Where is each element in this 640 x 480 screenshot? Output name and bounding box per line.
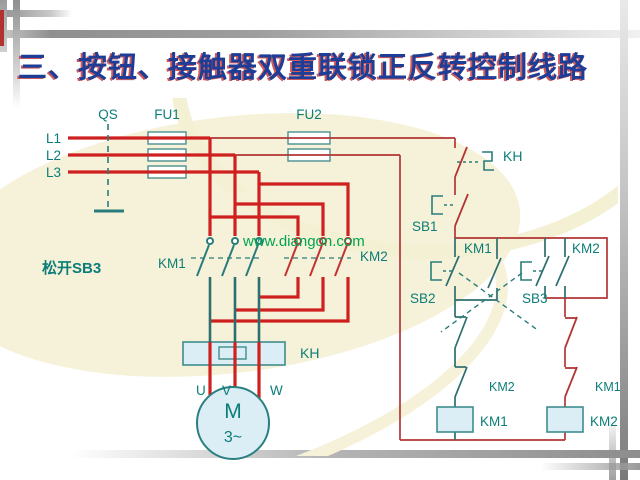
phase-l3-label: L3 (46, 165, 61, 180)
km1-output-wires (208, 277, 261, 342)
fu2-label: FU2 (296, 107, 322, 122)
slide-title: 三、按钮、接触器双重联锁正反转控制线路 (18, 52, 589, 84)
qs-switch (94, 124, 124, 213)
motor: M 3~ (196, 386, 270, 460)
control-red-contacts (454, 146, 578, 398)
km2-coil (546, 406, 584, 433)
kh-heater-label: KH (300, 345, 319, 361)
watermark: www.diangon.com (242, 233, 365, 250)
phase-l1-label: L1 (46, 131, 61, 146)
left-red-accent-bar (0, 10, 4, 46)
km2-interlock-label: KM2 (489, 380, 515, 394)
phase-l2-label: L2 (46, 148, 61, 163)
sb2-label: SB2 (410, 291, 436, 306)
bottom-accent-bar-2 (540, 463, 640, 470)
release-sb3-note: 松开SB3 (42, 259, 101, 277)
km1-coil-label: KM1 (480, 414, 508, 429)
sb3-label: SB3 (522, 291, 548, 306)
bottom-accent-bar (70, 450, 640, 458)
km1-interlock-label: KM1 (595, 380, 621, 394)
motor-label: M (224, 400, 242, 423)
left-accent-bar-2 (13, 0, 20, 108)
fu1-label: FU1 (154, 107, 180, 122)
kh-contact-label: KH (503, 148, 522, 164)
motor-type-label: 3~ (224, 429, 242, 446)
control-feed-wires (210, 137, 608, 441)
km1-latch-label: KM1 (464, 241, 492, 256)
top-accent-bar-short (0, 10, 72, 17)
km1-main-label: KM1 (158, 256, 186, 271)
button-symbols (430, 151, 544, 333)
terminal-u-label: U (196, 383, 206, 398)
qs-label: QS (98, 107, 118, 122)
km1-coil (436, 406, 474, 433)
power-wires (68, 136, 350, 398)
km1-main-contacts (191, 237, 263, 277)
control-teal-branch (445, 238, 570, 440)
km2-coil-label: KM2 (590, 414, 618, 429)
km2-latch-label: KM2 (572, 241, 600, 256)
terminal-w-label: W (270, 383, 283, 398)
right-accent-bar-2 (609, 416, 616, 480)
sb1-label: SB1 (412, 219, 438, 234)
km2-main-contacts (284, 237, 352, 277)
terminal-v-label: V (222, 383, 231, 398)
km2-main-label: KM2 (360, 249, 388, 264)
top-accent-bar (0, 30, 640, 38)
right-accent-bar (620, 0, 628, 480)
